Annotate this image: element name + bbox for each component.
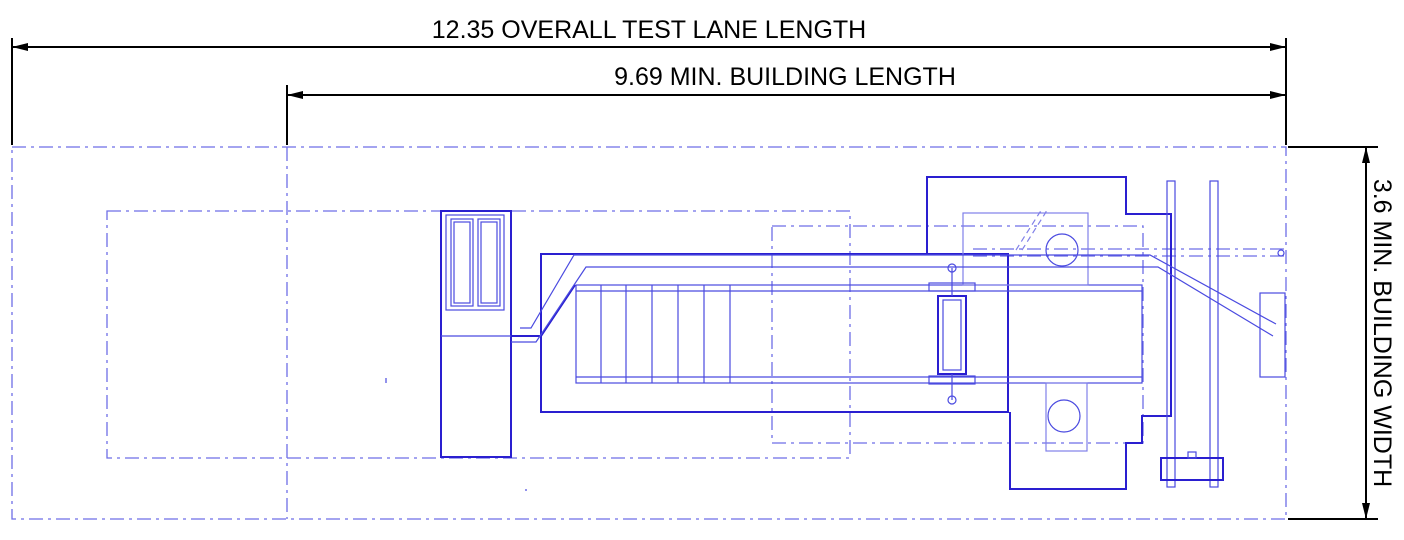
sensor-housing-top — [962, 212, 1089, 286]
test-lane-outline — [11, 146, 1287, 520]
gantry-rail-right — [1209, 180, 1219, 488]
cabinet-window-right — [477, 218, 501, 307]
building-width-label: 3.6 MIN. BUILDING WIDTH — [1368, 179, 1396, 487]
cabinet-window-left — [450, 218, 474, 307]
axle-pin-bottom — [947, 395, 957, 405]
cabinet-panel — [445, 214, 505, 311]
gantry-rails — [1160, 180, 1286, 488]
cable-termination — [1277, 249, 1285, 257]
cabinet-window-right-inner — [480, 221, 498, 304]
gantry-carriage-lug — [1187, 451, 1197, 459]
gantry-rail-left — [1166, 180, 1176, 488]
sensor-housing-bottom — [1045, 382, 1088, 452]
sensor-roller-bottom — [1047, 399, 1081, 433]
building-length-dimension: 9.69 MIN. BUILDING LENGTH — [286, 63, 1286, 145]
cable-duct — [511, 249, 1285, 343]
measuring-pit-outline — [926, 176, 1172, 490]
test-area-outline — [771, 225, 1144, 444]
building-width-dimension: 3.6 MIN. BUILDING WIDTH — [1288, 146, 1396, 520]
measuring-pit — [926, 176, 1172, 490]
axle-sensor-inner — [942, 299, 962, 371]
small-marks — [385, 378, 527, 491]
overall-length-dimension: 12.35 OVERALL TEST LANE LENGTH — [11, 16, 1287, 145]
cable-duct-connector — [511, 284, 576, 337]
roller-frame — [575, 284, 1143, 384]
sensor-roller-top — [1045, 233, 1079, 267]
roller-pit — [540, 253, 1143, 413]
hinged-ramp — [1015, 211, 1048, 251]
wall-panel — [1259, 292, 1286, 378]
cable-duct-inner — [520, 254, 1277, 329]
axle-pin-top — [947, 263, 957, 273]
gantry-carriage — [1160, 457, 1224, 481]
axle-sensor — [928, 263, 976, 405]
dashed-outlines — [11, 146, 1287, 520]
cabinet-window-left-inner — [453, 221, 471, 304]
pit-outline — [540, 253, 1009, 413]
cable-duct-outer — [511, 266, 1274, 343]
cabinet-body — [440, 210, 512, 458]
control-cabinet — [440, 210, 512, 458]
overall-length-label: 12.35 OVERALL TEST LANE LENGTH — [432, 16, 866, 44]
axle-sensor-body — [937, 295, 967, 375]
building-length-label: 9.69 MIN. BUILDING LENGTH — [614, 63, 956, 91]
